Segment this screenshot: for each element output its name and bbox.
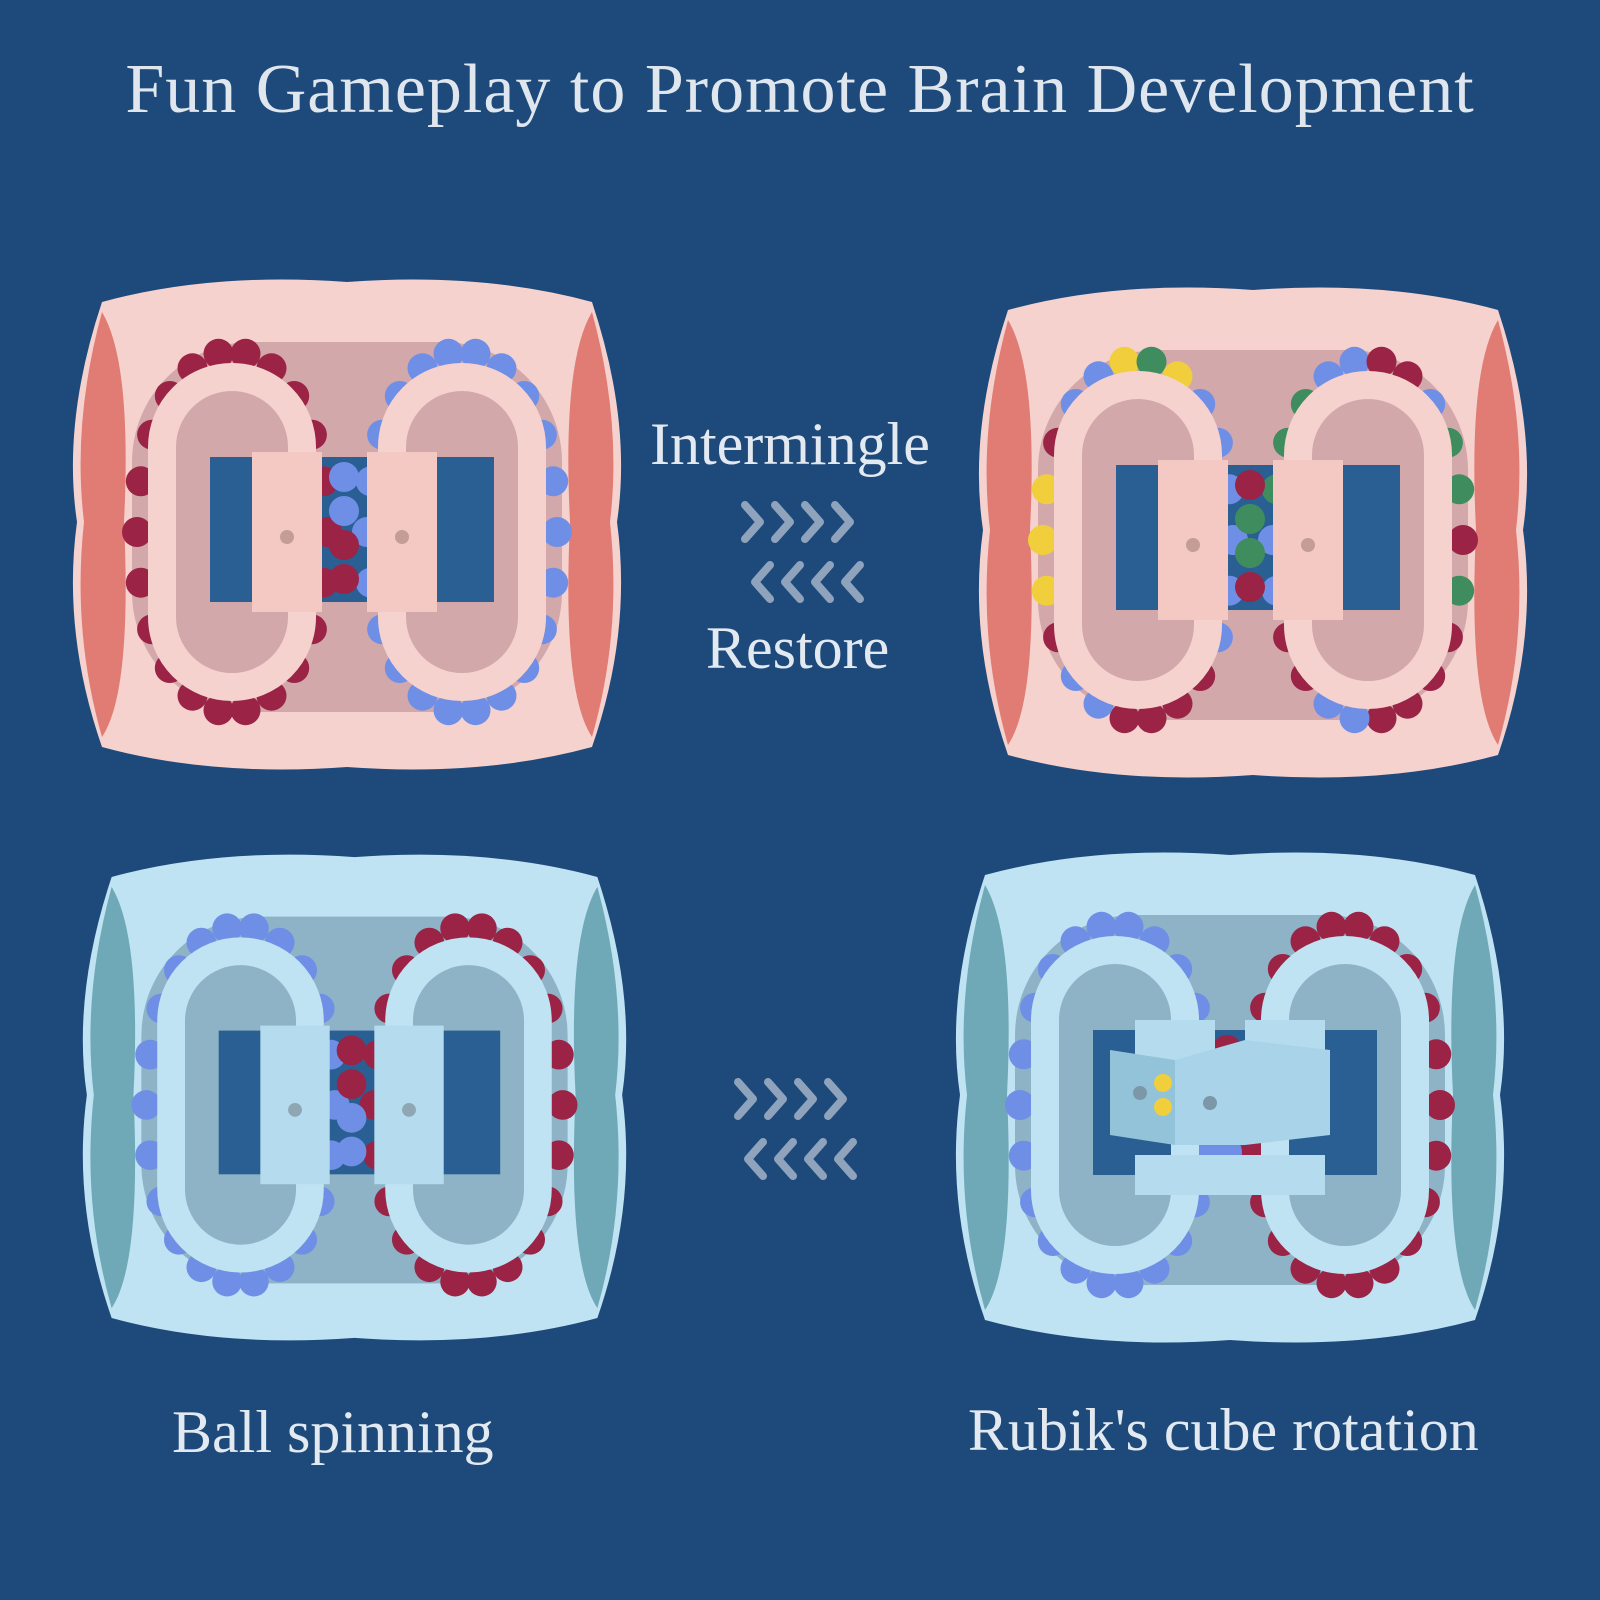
rubiks-rotation-label: Rubik's cube rotation [968, 1397, 1479, 1463]
chevron-right-icon [741, 501, 764, 543]
puzzle-ball [336, 1069, 367, 1099]
puzzle-ball [1235, 572, 1265, 602]
puzzle-ball [1086, 911, 1117, 942]
chevron-left-icon [774, 1138, 797, 1180]
restore-label: Restore [706, 615, 890, 681]
puzzle-ball [1235, 470, 1265, 500]
puzzle-ball [203, 338, 234, 369]
puzzle-ball [1366, 346, 1397, 377]
chevron-right-icon [824, 1078, 847, 1120]
intermingle-label: Intermingle [650, 411, 930, 477]
puzzle-ball [433, 695, 464, 726]
puzzle-ball [1235, 538, 1265, 568]
puzzle-ball [1028, 525, 1058, 555]
puzzle-ball [131, 1090, 162, 1120]
puzzle-ball [1109, 346, 1140, 377]
puzzle-ball [1136, 346, 1167, 377]
puzzle-ball [547, 1090, 578, 1120]
puzzle-ball [230, 338, 261, 369]
puzzle-ball [203, 695, 234, 726]
puzzle-ball [239, 1266, 269, 1297]
puzzle-ball [1448, 525, 1478, 555]
pink-puzzle-mixed [978, 287, 1528, 778]
ball-to-cube-arrows [734, 1078, 857, 1180]
puzzle-ball [460, 695, 491, 726]
puzzle-ball [230, 695, 261, 726]
puzzle-ball [1235, 504, 1265, 534]
puzzle-ball [1316, 911, 1347, 942]
puzzle-ball [1113, 1268, 1144, 1299]
chevron-left-icon [834, 1138, 857, 1180]
chevron-left-icon [751, 561, 774, 603]
puzzle-ball [1136, 703, 1167, 734]
puzzle-ball [1316, 1268, 1347, 1299]
chevron-right-icon [771, 501, 794, 543]
puzzle-ball [1339, 703, 1370, 734]
blue-puzzle-cube-rotation [955, 852, 1505, 1343]
blue-puzzle-ball-spinning [82, 854, 627, 1341]
puzzle-ball [1113, 911, 1144, 942]
chevron-right-icon [801, 501, 824, 543]
puzzle-ball [440, 1266, 470, 1297]
puzzle-ball [336, 1136, 367, 1167]
chevron-right-icon [734, 1078, 757, 1120]
chevron-left-icon [804, 1138, 827, 1180]
puzzle-ball [1343, 1268, 1374, 1299]
puzzle-ball [467, 913, 497, 944]
puzzle-ball [212, 1266, 242, 1297]
puzzle-ball [122, 517, 152, 547]
puzzle-ball [329, 530, 359, 560]
puzzle-ball [1086, 1268, 1117, 1299]
chevron-left-icon [811, 561, 834, 603]
page-title: Fun Gameplay to Promote Brain Developmen… [125, 51, 1475, 128]
intermingle-restore-arrows [741, 501, 864, 603]
puzzle-ball [239, 913, 269, 944]
chevron-right-icon [831, 501, 854, 543]
ball-spinning-label: Ball spinning [172, 1399, 494, 1465]
puzzle-ball [329, 564, 359, 594]
puzzle-ball [336, 1102, 367, 1133]
puzzle-ball [1366, 703, 1397, 734]
puzzle-ball [1339, 346, 1370, 377]
puzzle-ball [1343, 911, 1374, 942]
puzzle-ball [1425, 1090, 1455, 1120]
pink-puzzle-sorted [72, 279, 622, 770]
chevron-left-icon [744, 1138, 767, 1180]
puzzle-ball [440, 913, 470, 944]
puzzle-ball [329, 462, 359, 492]
chevron-left-icon [841, 561, 864, 603]
puzzle-ball [467, 1266, 497, 1297]
puzzle-ball [542, 517, 572, 547]
chevron-left-icon [781, 561, 804, 603]
puzzle-ball [336, 1035, 367, 1066]
chevron-right-icon [764, 1078, 787, 1120]
puzzle-ball [1005, 1090, 1035, 1120]
puzzle-ball [329, 496, 359, 526]
puzzle-ball [212, 913, 242, 944]
puzzle-ball [460, 338, 491, 369]
chevron-right-icon [794, 1078, 817, 1120]
puzzle-ball [433, 338, 464, 369]
puzzle-ball [1109, 703, 1140, 734]
